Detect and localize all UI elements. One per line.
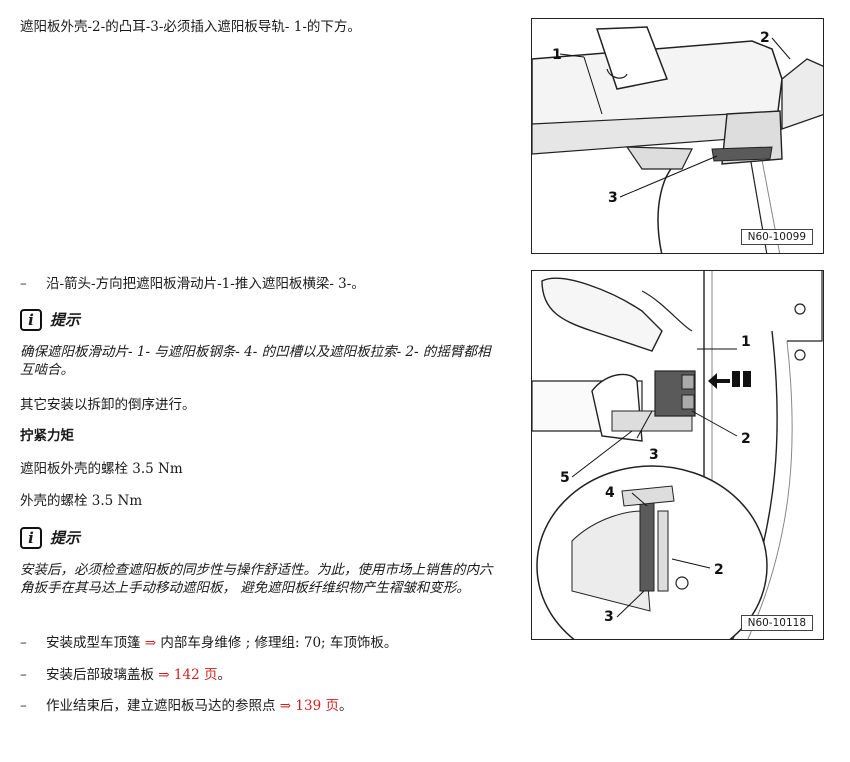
sunshade-guide-illustration: 1 2 3 bbox=[532, 26, 823, 253]
note-title: 提示 bbox=[50, 311, 81, 329]
torque-item-2: 外壳的螺栓 3.5 Nm bbox=[20, 493, 143, 509]
callout-2: 2 bbox=[760, 30, 770, 46]
figure-id: N60-10118 bbox=[740, 615, 813, 631]
step-slide: –沿-箭头-方向把遮阳板滑动片-1-推入遮阳板横梁- 3-。 bbox=[20, 276, 365, 292]
callout-1: 1 bbox=[552, 47, 562, 63]
note-header-1: i 提示 bbox=[20, 309, 500, 331]
torque-heading: 拧紧力矩 bbox=[20, 428, 74, 444]
note-header-2: i 提示 bbox=[20, 527, 500, 549]
callout-3: 3 bbox=[608, 190, 618, 206]
callout-3: 3 bbox=[649, 447, 659, 463]
dash-marker: – bbox=[20, 667, 27, 683]
ref-arrow[interactable]: ⇒ bbox=[144, 635, 157, 651]
info-icon: i bbox=[20, 527, 42, 549]
note-text-2: 安装后，必须检查遮阳板的同步性与操作舒适性。为此，使用市场上销售的内六角扳手在其… bbox=[20, 562, 493, 596]
callout-2: 2 bbox=[714, 562, 724, 578]
dash-marker: – bbox=[20, 698, 27, 714]
callout-3: 3 bbox=[604, 609, 614, 625]
dash-marker: – bbox=[20, 276, 27, 292]
note-title: 提示 bbox=[50, 529, 81, 547]
info-icon: i bbox=[20, 309, 42, 331]
callout-4: 4 bbox=[605, 485, 615, 501]
figure-n60-10099: 1 2 3 N60-10099 bbox=[531, 18, 824, 254]
page-link-142[interactable]: ⇒ 142 页 bbox=[158, 667, 218, 683]
figure-id: N60-10099 bbox=[740, 229, 813, 245]
step-glass-cover: –安装后部玻璃盖板 ⇒ 142 页。 bbox=[20, 667, 231, 683]
page-link-139[interactable]: ⇒ 139 页 bbox=[279, 698, 339, 714]
dash-marker: – bbox=[20, 635, 27, 651]
sunshade-slide-illustration: 1 2 3 5 4 2 3 bbox=[532, 271, 823, 639]
figure-n60-10118: 1 2 3 5 4 2 3 N60-10118 bbox=[531, 270, 824, 640]
torque-item-1: 遮阳板外壳的螺栓 3.5 Nm bbox=[20, 461, 183, 477]
note-text-1: 确保遮阳板滑动片- 1- 与遮阳板钢条- 4- 的凹槽以及遮阳板拉索- 2- 的… bbox=[20, 344, 491, 378]
reverse-text: 其它安装以拆卸的倒序进行。 bbox=[20, 397, 196, 413]
step-reference-point: –作业结束后，建立遮阳板马达的参照点 ⇒ 139 页。 bbox=[20, 698, 353, 714]
callout-2: 2 bbox=[741, 431, 751, 447]
callout-1: 1 bbox=[741, 334, 751, 350]
callout-5: 5 bbox=[560, 470, 570, 486]
intro-paragraph: 遮阳板外壳-2-的凸耳-3-必须插入遮阳板导轨- 1-的下方。 bbox=[20, 19, 361, 35]
step-headliner: –安装成型车顶篷 ⇒ 内部车身维修 ; 修理组: 70; 车顶饰板。 bbox=[20, 635, 398, 651]
